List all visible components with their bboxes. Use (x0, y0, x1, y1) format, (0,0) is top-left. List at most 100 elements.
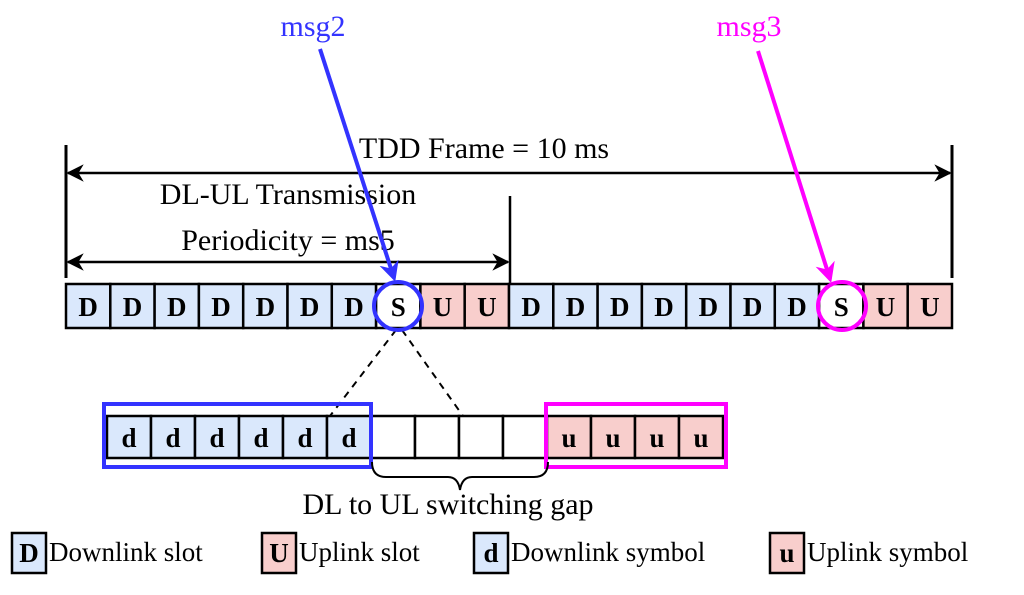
slot-cell (286, 282, 334, 330)
slot-glyph: D (123, 292, 143, 322)
downlink-slot: D (241, 282, 289, 330)
msg3-arrow (756, 50, 835, 283)
downlink-symbol: d (325, 414, 373, 460)
symbol-glyph: u (649, 423, 664, 453)
downlink-slot: D (640, 282, 688, 330)
guard-symbol (413, 414, 461, 460)
downlink-slot: D (286, 282, 334, 330)
uplink-slot: U (906, 282, 954, 330)
symbol-glyph: u (605, 423, 620, 453)
downlink-slot: D (729, 282, 777, 330)
symbol-cell (369, 414, 417, 460)
slot-glyph: D (699, 292, 719, 322)
symbol-glyph: d (121, 423, 136, 453)
switching-gap-label: DL to UL switching gap (302, 488, 593, 521)
legend-swatch (260, 531, 298, 575)
downlink-symbol: d (193, 414, 241, 460)
slot-cell (197, 282, 245, 330)
symbol-glyph: d (341, 423, 356, 453)
symbol-cell (545, 414, 593, 460)
symbol-cell (281, 414, 329, 460)
uplink-slot: U (862, 282, 909, 330)
slot-glyph: U (920, 292, 940, 322)
slot-glyph: D (167, 292, 187, 322)
uplink-slot: U (463, 282, 511, 330)
msg3-label: msg3 (716, 10, 781, 43)
slot-glyph: D (610, 292, 630, 322)
guard-symbol (369, 414, 417, 460)
symbol-glyph: d (297, 423, 312, 453)
downlink-slot: D (552, 282, 599, 330)
slot-glyph: U (433, 292, 453, 322)
legend-swatch (472, 531, 510, 575)
symbol-cell (325, 414, 373, 460)
legend-label: Downlink slot (49, 537, 203, 567)
periodicity-label-line1: DL-UL Transmission (160, 178, 416, 211)
symbol-cell (677, 414, 725, 460)
guard-symbol (457, 414, 505, 460)
legend-glyph: U (269, 538, 289, 568)
periodicity-label-line2: Periodicity = ms5 (181, 224, 395, 257)
msg2-circle-highlight (372, 280, 424, 332)
slot-cell (109, 282, 156, 330)
uplink-symbol: u (545, 414, 593, 460)
zoom-dashed-line-left (329, 329, 397, 417)
slot-cell (153, 282, 201, 330)
slot-glyph: D (78, 292, 98, 322)
slot-cell (507, 282, 555, 330)
legend-label: Uplink symbol (807, 537, 968, 567)
symbol-glyph: d (253, 423, 268, 453)
symbol-glyph: d (209, 423, 224, 453)
legend-swatch (768, 531, 806, 575)
slot-glyph: D (654, 292, 674, 322)
slot-cell (684, 282, 732, 330)
downlink-slot: D (684, 282, 732, 330)
downlink-slot: D (109, 282, 156, 330)
slot-glyph: U (477, 292, 497, 322)
slot-glyph: D (743, 292, 763, 322)
slot-glyph: D (256, 292, 276, 322)
downlink-slot: D (596, 282, 644, 330)
downlink-symbol: d (237, 414, 285, 460)
slot-glyph: U (876, 292, 896, 322)
downlink-slot: D (197, 282, 245, 330)
slot-cell (906, 282, 954, 330)
downlink-slot: D (330, 282, 378, 330)
uplink-symbol: u (633, 414, 681, 460)
symbol-cell (413, 414, 461, 460)
legend-swatch (10, 531, 48, 575)
symbol-cell (501, 414, 549, 460)
slot-cell (596, 282, 644, 330)
slot-glyph: D (787, 292, 807, 322)
downlink-symbol: d (149, 414, 197, 460)
uplink-symbols-highlight (544, 402, 728, 469)
slot-cell (862, 282, 909, 330)
frame-label: TDD Frame = 10 ms (359, 132, 609, 165)
downlink-slot: D (64, 282, 112, 330)
slot-glyph: S (834, 292, 849, 322)
switching-gap-brace (371, 461, 549, 491)
slot-cell (729, 282, 777, 330)
uplink-slot: U (419, 282, 466, 330)
downlink-slot: D (507, 282, 555, 330)
slot-glyph: D (344, 292, 364, 322)
slot-glyph: D (300, 292, 320, 322)
symbol-glyph: u (561, 423, 576, 453)
msg2-label: msg2 (280, 10, 345, 43)
guard-symbol (501, 414, 549, 460)
zoom-dashed-line-right (401, 329, 464, 417)
downlink-symbol: d (105, 414, 153, 460)
symbol-cell (633, 414, 681, 460)
legend-label: Downlink symbol (511, 537, 705, 567)
symbol-cell (457, 414, 505, 460)
slot-glyph: D (566, 292, 586, 322)
symbol-glyph: u (693, 423, 708, 453)
